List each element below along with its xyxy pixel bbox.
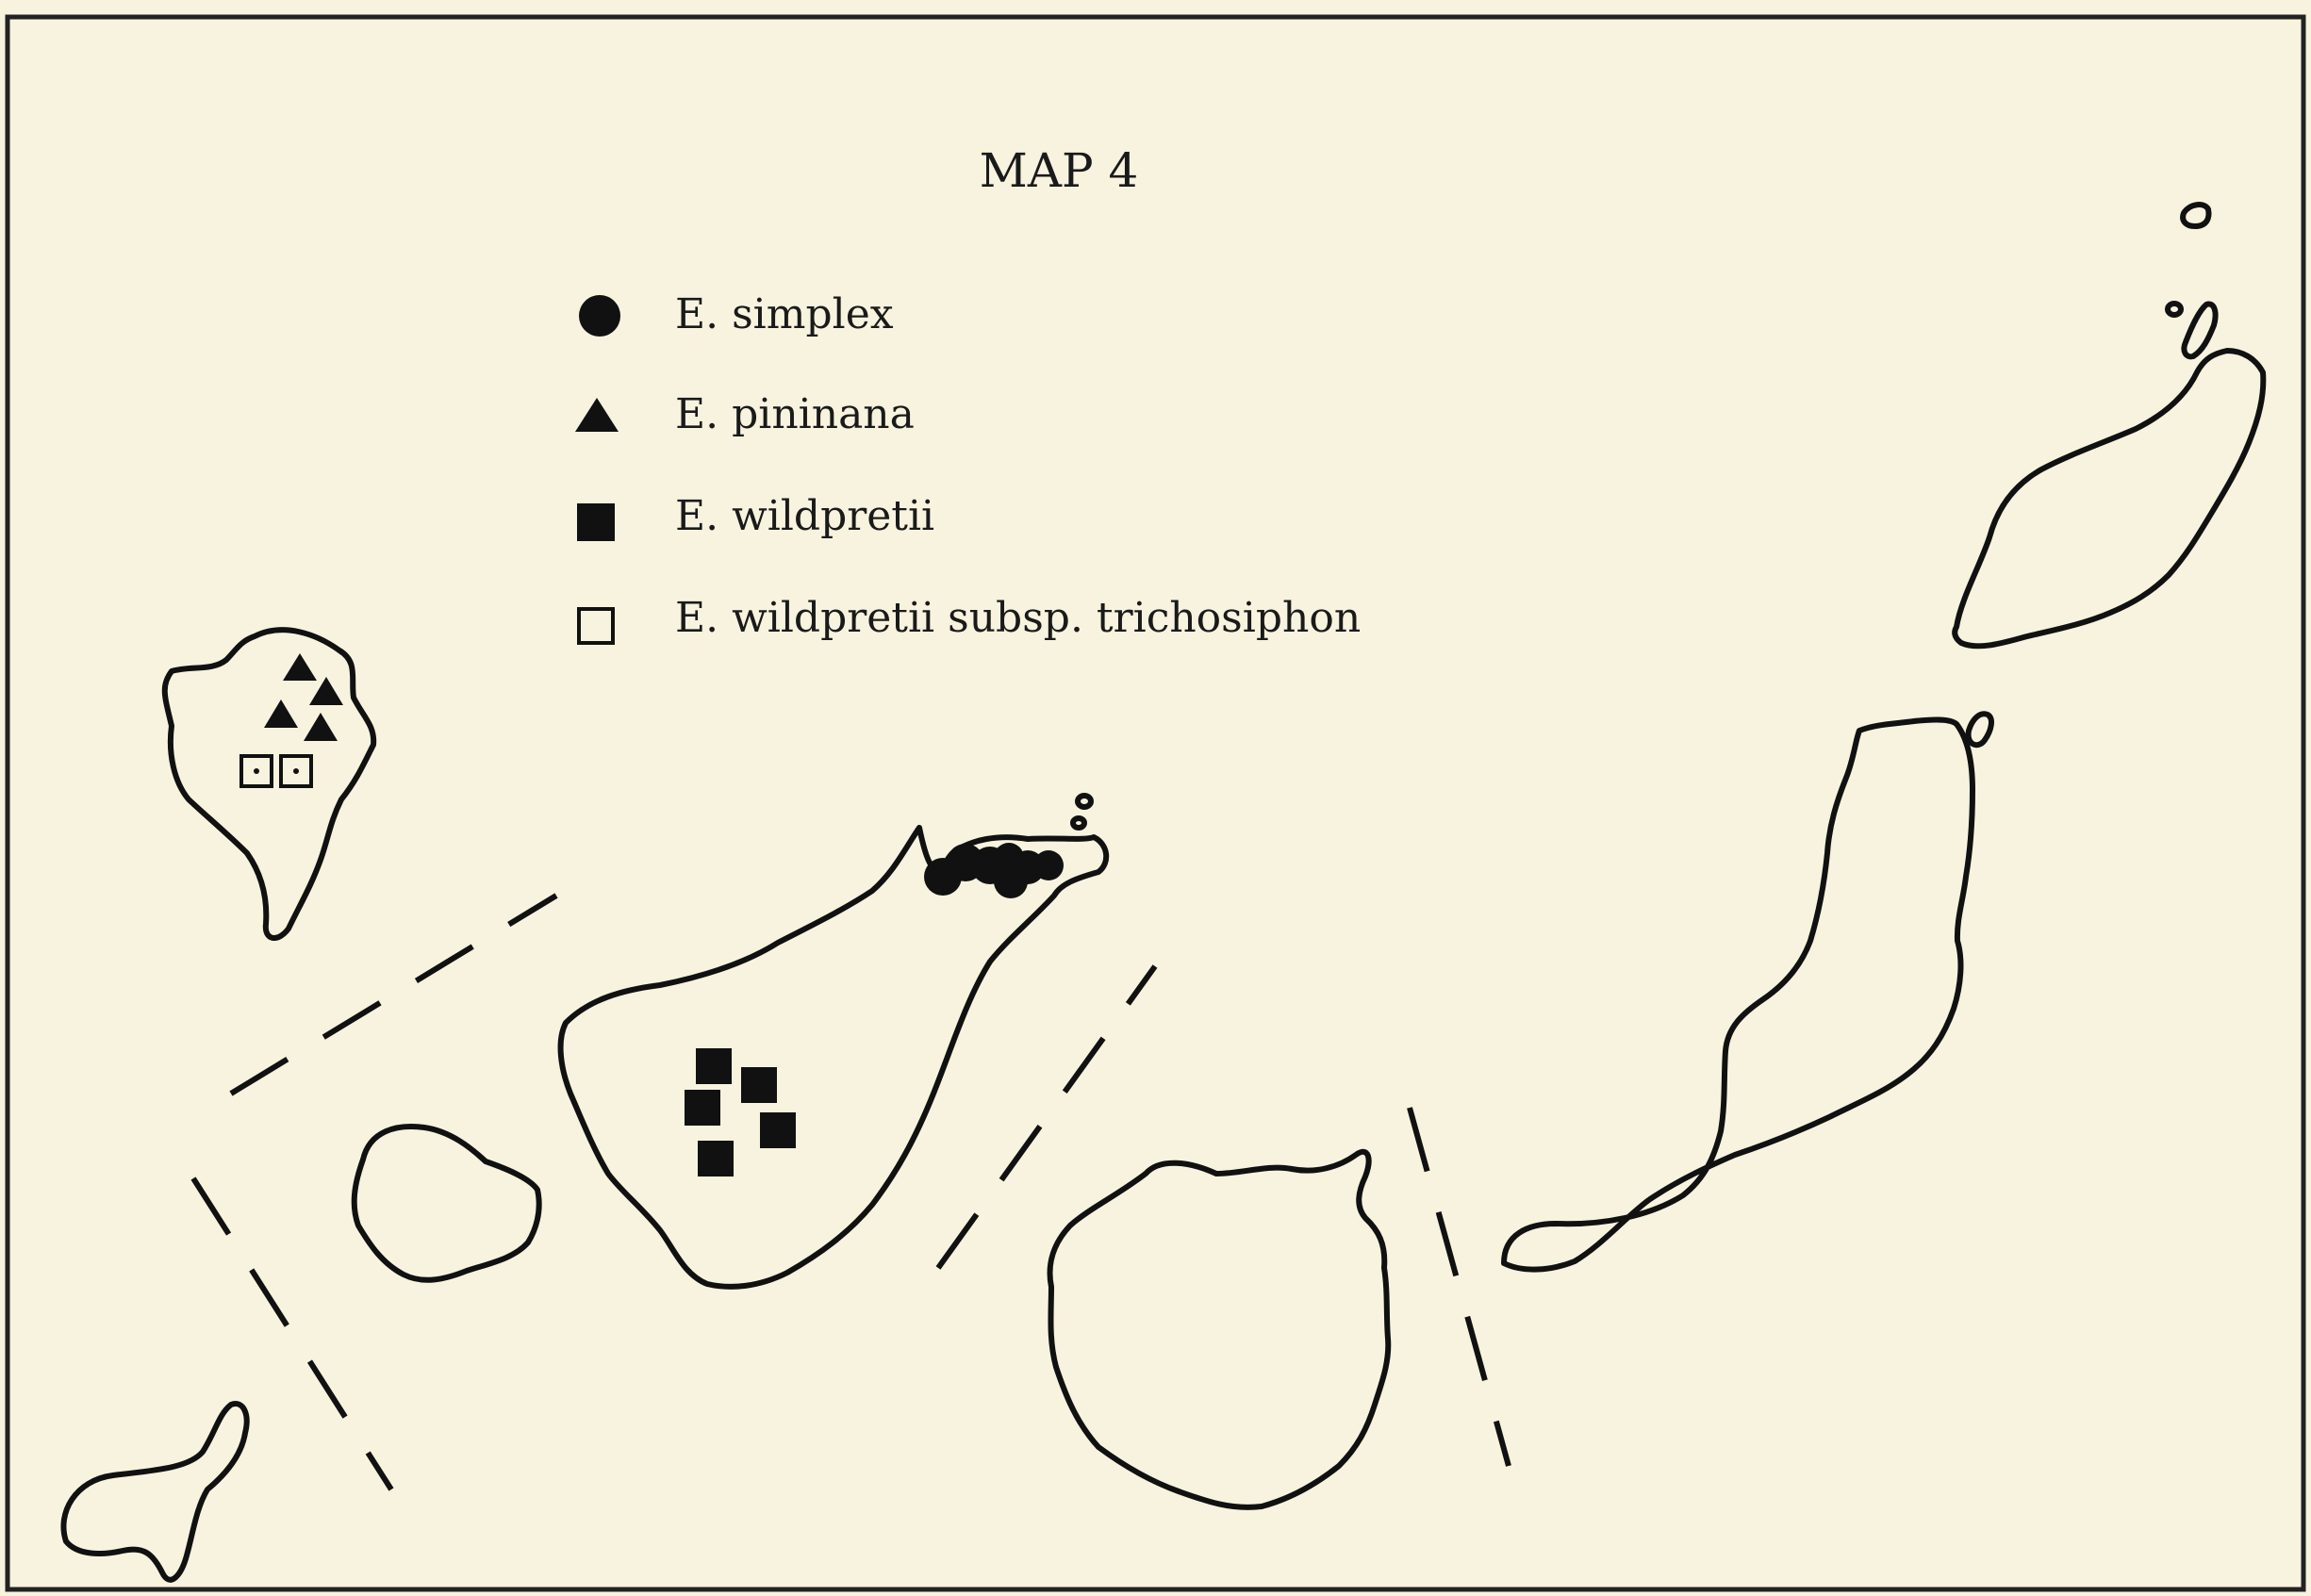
boundary-lines [190,893,1511,1491]
wildpretii-marker [760,1112,796,1148]
boundary-dash-3 [935,964,1158,1270]
island-la-gomera [351,1124,542,1283]
pininana-marker [309,677,343,705]
legend-label-pininana: E. pininana [675,390,915,438]
simplex-marker [994,843,1024,873]
island-la-palma [161,627,377,941]
legend-label-simplex: E. simplex [675,290,894,338]
legend-open-square-symbol [577,607,615,645]
legend-label-trichosiphon: E. wildpretii subsp. trichosiphon [675,594,1361,642]
island-alegranza [2180,202,2212,229]
wildpretii-marker [685,1090,720,1126]
legend-triangle-symbol [575,398,619,432]
simplex-marker [1033,850,1064,880]
map-title: MAP 4 [980,143,1139,198]
island-el-hierro [60,1401,250,1583]
pininana-marker [283,653,317,681]
map-border [5,14,2306,1592]
island-fuerteventura [1501,716,1975,1273]
wildpretii-marker [698,1141,734,1176]
island-gran-canaria [1047,1148,1392,1510]
boundary-dash-1 [229,893,558,1096]
pininana-marker [264,699,298,728]
boundary-dash-2 [190,1176,394,1491]
wildpretii-locations [685,1048,796,1176]
island-lobos [1965,711,1994,749]
island-montana-clara [2165,301,2184,318]
pininana-locations [264,653,343,741]
legend: E. simplex E. pininana E. wildpretii E. … [575,290,1361,645]
legend-label-wildpretii: E. wildpretii [675,492,934,540]
wildpretii-marker [696,1048,732,1084]
islet-2 [1070,815,1087,831]
trichosiphon-marker [239,754,273,788]
wildpretii-marker [741,1067,777,1103]
simplex-locations [924,843,1064,898]
islet-1 [1075,793,1094,810]
trichosiphon-locations [239,754,313,788]
legend-filled-square-symbol [577,503,615,541]
legend-circle-symbol [579,295,620,337]
trichosiphon-marker-dot [293,768,299,774]
island-la-graciosa [2181,301,2219,360]
island-lanzarote [1952,348,2267,650]
pininana-marker [304,713,338,741]
island-tenerife [557,825,1110,1290]
trichosiphon-marker-dot [254,768,259,774]
boundary-dash-4 [1407,1107,1511,1467]
trichosiphon-marker [279,754,313,788]
